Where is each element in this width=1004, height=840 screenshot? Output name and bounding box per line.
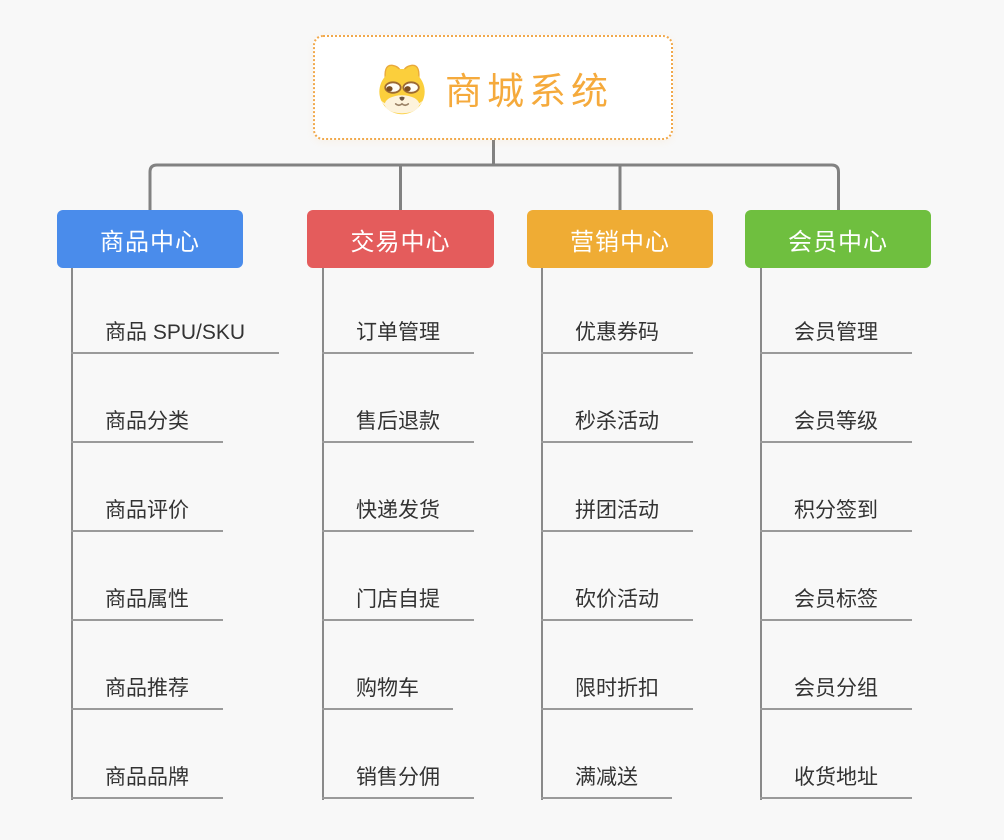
topic-node[interactable]: 商品评价 [71, 494, 223, 532]
topic-node[interactable]: 商品品牌 [71, 761, 223, 799]
topic-node[interactable]: 售后退款 [322, 405, 474, 443]
topic-node[interactable]: 优惠券码 [541, 316, 693, 354]
topic-node[interactable]: 会员等级 [760, 405, 912, 443]
topic-node[interactable]: 商品推荐 [71, 672, 223, 710]
dog-face-icon [379, 64, 425, 114]
child-connector-line [71, 268, 73, 800]
topic-node[interactable]: 商品分类 [71, 405, 223, 443]
topic-node[interactable]: 砍价活动 [541, 583, 693, 621]
root-node-label: 商城系统 [445, 70, 613, 112]
topic-node[interactable]: 订单管理 [322, 316, 474, 354]
topic-node[interactable]: 门店自提 [322, 583, 474, 621]
topic-node[interactable]: 商品属性 [71, 583, 223, 621]
topic-node[interactable]: 销售分佣 [322, 761, 474, 799]
root-node-mall-system[interactable]: 商城系统 [313, 35, 673, 140]
topic-node[interactable]: 快递发货 [322, 494, 474, 532]
topic-node[interactable]: 积分签到 [760, 494, 912, 532]
topic-node[interactable]: 拼团活动 [541, 494, 693, 532]
topic-node[interactable]: 会员分组 [760, 672, 912, 710]
child-connector-line [322, 268, 324, 800]
child-connector-line [541, 268, 543, 800]
branch-node-product-center[interactable]: 商品中心 [57, 210, 243, 268]
branch-node-trade-center[interactable]: 交易中心 [307, 210, 494, 268]
topic-node[interactable]: 会员标签 [760, 583, 912, 621]
topic-node[interactable]: 购物车 [322, 672, 453, 710]
topic-node[interactable]: 收货地址 [760, 761, 912, 799]
branch-node-member-center[interactable]: 会员中心 [745, 210, 931, 268]
topic-node[interactable]: 商品 SPU/SKU [71, 316, 280, 354]
topic-node[interactable]: 限时折扣 [541, 672, 693, 710]
topic-node[interactable]: 满减送 [541, 761, 672, 799]
child-connector-line [760, 268, 762, 800]
topic-node[interactable]: 秒杀活动 [541, 405, 693, 443]
branch-rail-line [148, 163, 840, 210]
topic-node[interactable]: 会员管理 [760, 316, 912, 354]
branch-node-marketing-center[interactable]: 营销中心 [527, 210, 713, 268]
